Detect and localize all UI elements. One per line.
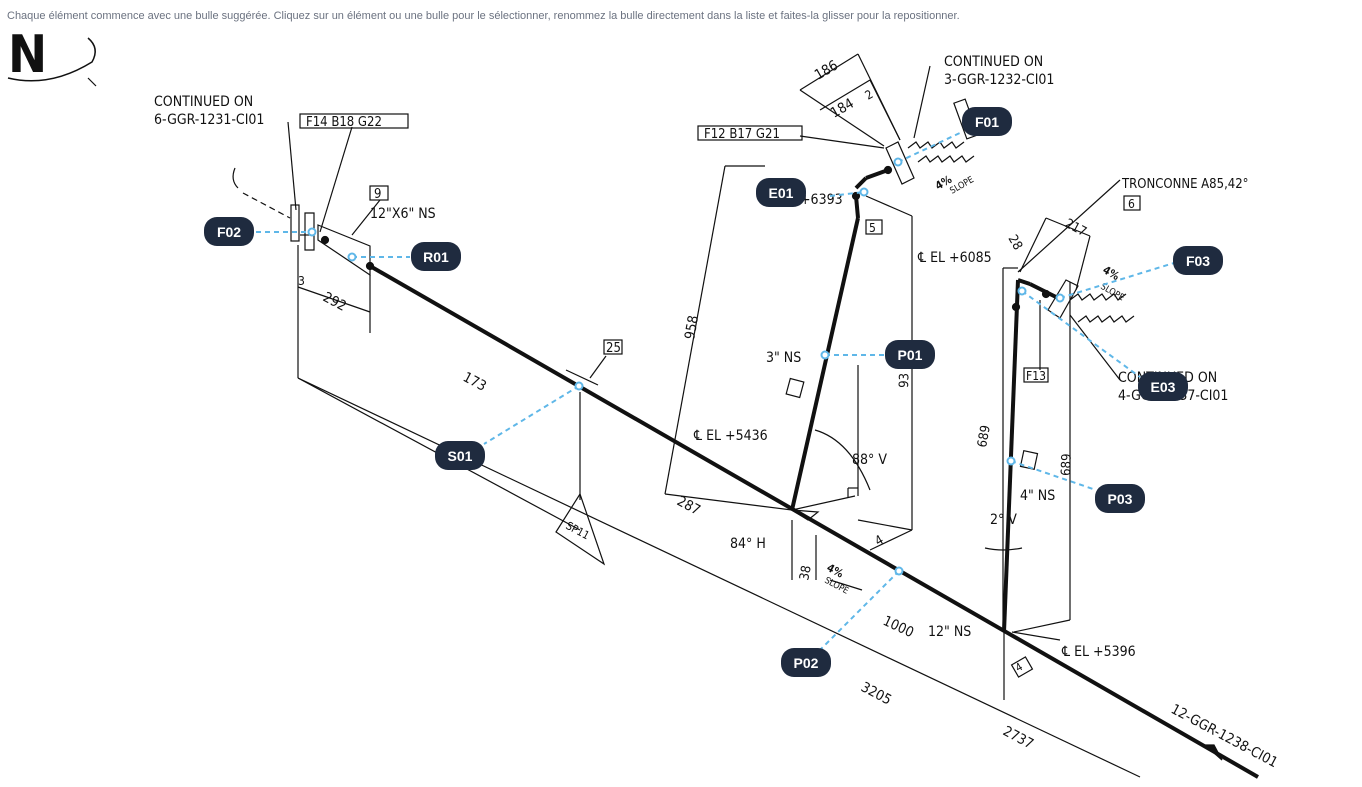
svg-text:S01: S01: [448, 448, 473, 464]
size-4ns: 4" NS: [1020, 488, 1055, 504]
bubble-r01[interactable]: R01: [411, 242, 461, 271]
elevation-5436: ℄ EL +5436: [693, 428, 768, 444]
bubble-p02[interactable]: P02: [781, 648, 831, 677]
tag-25: 25: [606, 341, 621, 356]
continued-left-line-1: CONTINUED ON: [154, 94, 253, 110]
tag-4: 4: [1013, 660, 1025, 674]
anchor-p02: [894, 566, 904, 576]
slope-top-label: SLOPE: [949, 175, 976, 197]
anchor-f03: [1055, 293, 1065, 303]
elevation-6085: ℄ EL +6085: [917, 250, 992, 266]
tag-f13: F13: [1026, 369, 1046, 383]
dim-958: 958: [682, 314, 702, 340]
north-mark: N: [8, 28, 47, 85]
svg-text:P03: P03: [1108, 491, 1133, 507]
svg-text:F03: F03: [1186, 253, 1210, 269]
tag-5: 5: [869, 221, 876, 235]
continued-top-line-2: 3-GGR-1232-CI01: [944, 72, 1054, 88]
svg-text:E03: E03: [1151, 379, 1176, 395]
svg-text:F02: F02: [217, 224, 241, 240]
continued-top-line-1: CONTINUED ON: [944, 54, 1043, 70]
bubble-e03[interactable]: E03: [1138, 372, 1188, 401]
instructions-text: Chaque élément commence avec une bulle s…: [7, 10, 960, 22]
tag-sp: SP11: [564, 519, 592, 542]
dim-1000: 1000: [880, 613, 916, 641]
tag-f14: F14 B18 G22: [306, 115, 382, 130]
dim-93x: 93: [897, 373, 913, 388]
dim-3205: 3205: [858, 679, 894, 708]
bubble-f01[interactable]: F01: [962, 107, 1012, 136]
anchor-e03: [1017, 286, 1027, 296]
dim-217: 217: [1062, 216, 1089, 240]
anchor-r01: [347, 252, 357, 262]
angle-88v: 88° V: [852, 452, 887, 468]
anchor-s01: [574, 381, 584, 391]
bubble-e01[interactable]: E01: [756, 178, 806, 207]
dim-292: 292: [320, 289, 349, 314]
bubble-leaders: [256, 131, 1175, 651]
drawing-annotations: N CONTINUED ON 6-GGR-1231-CI01 F14 B18 G…: [8, 28, 1280, 771]
angle-84h: 84° H: [730, 536, 766, 552]
slope-mid-label: SLOPE: [823, 576, 850, 597]
dim-287: 287: [674, 493, 703, 518]
svg-text:P02: P02: [794, 655, 819, 671]
tronconne-note: TRONCONNE A85,42°: [1121, 177, 1249, 192]
slope-right-label: SLOPE: [1099, 282, 1126, 304]
size-12ns: 12" NS: [928, 624, 971, 640]
tag-f12: F12 B17 G21: [704, 127, 780, 142]
reducer-size: 12"X6" NS: [370, 206, 436, 222]
isometric-drawing[interactable]: N CONTINUED ON 6-GGR-1231-CI01 F14 B18 G…: [0, 28, 1362, 787]
anchor-e01: [859, 187, 869, 197]
dim-2: 2: [863, 87, 876, 103]
size-3ns: 3" NS: [766, 350, 801, 366]
bubble-f02[interactable]: F02: [204, 217, 254, 246]
dim-2737: 2737: [1000, 723, 1036, 752]
tag-6: 6: [1128, 197, 1135, 211]
dim-3: 3: [298, 274, 305, 288]
dim-689-right: 689: [1059, 453, 1075, 476]
dim-4: 4: [873, 533, 887, 550]
dim-173: 173: [460, 369, 489, 394]
anchor-p01: [820, 350, 830, 360]
svg-text:F01: F01: [975, 114, 999, 130]
dim-689-left: 689: [975, 424, 994, 449]
anchor-p03: [1006, 456, 1016, 466]
slope-right-pct: 4%: [1101, 263, 1122, 283]
bubble-p01[interactable]: P01: [885, 340, 935, 369]
svg-text:E01: E01: [769, 185, 794, 201]
angle-2v: 2° V: [990, 512, 1017, 528]
bubble-f03[interactable]: F03: [1173, 246, 1223, 275]
tag-9: 9: [374, 187, 381, 202]
bubble-s01[interactable]: S01: [435, 441, 485, 470]
dim-28: 28: [1005, 233, 1025, 253]
dim-38: 38: [797, 564, 814, 581]
anchor-f02: [307, 227, 317, 237]
drawing-linework: [7, 37, 1259, 779]
elevation-5396: ℄ EL +5396: [1061, 644, 1136, 660]
elevation-6393: +6393: [800, 192, 843, 208]
svg-text:P01: P01: [898, 347, 923, 363]
bubble-p03[interactable]: P03: [1095, 484, 1145, 513]
svg-text:R01: R01: [423, 249, 449, 265]
dim-184: 184: [828, 96, 857, 122]
anchor-f01: [893, 157, 903, 167]
continued-left-line-2: 6-GGR-1231-CI01: [154, 112, 264, 128]
